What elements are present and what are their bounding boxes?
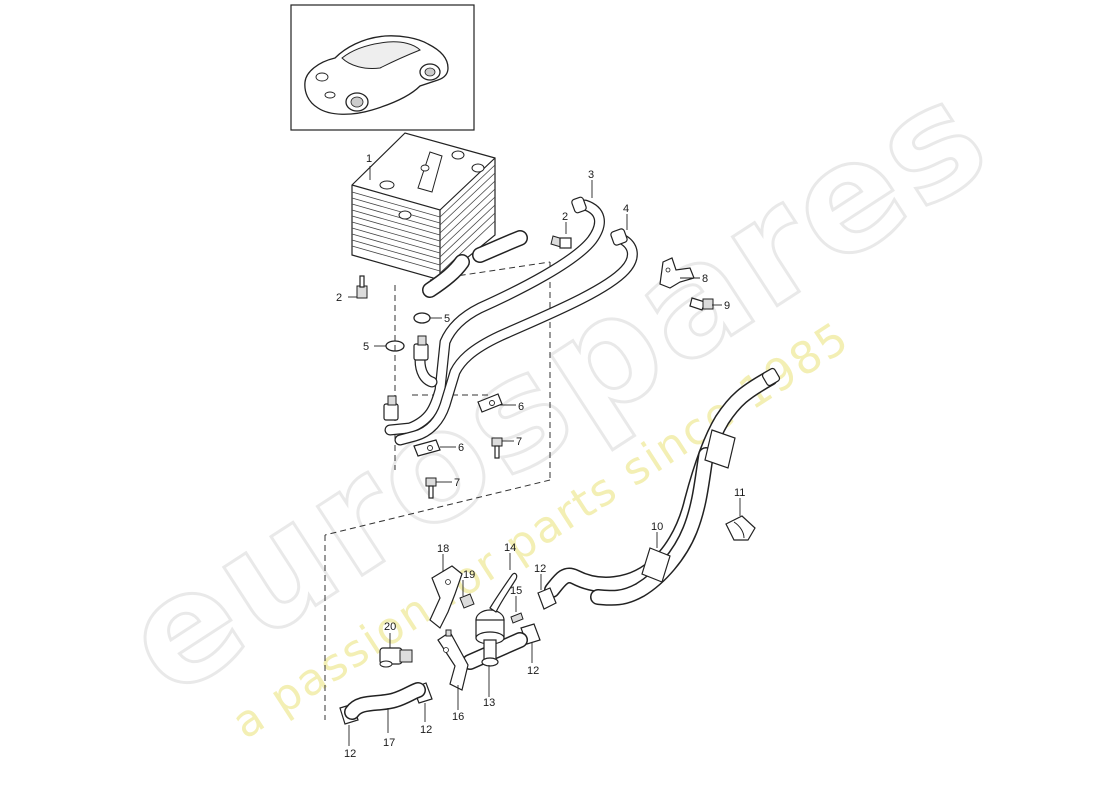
switch-20 xyxy=(379,647,413,668)
oil-cooler xyxy=(351,132,528,298)
strap-14 xyxy=(489,572,518,613)
callout-7-lower: 7 xyxy=(454,477,460,489)
bolt-9 xyxy=(689,297,714,311)
callout-14: 14 xyxy=(504,542,516,554)
callout-12-bottom: 12 xyxy=(344,748,356,760)
car-icon xyxy=(304,35,449,115)
clamp-12-a xyxy=(537,587,557,610)
callout-12-mid: 12 xyxy=(527,665,539,677)
callout-2-upper: 2 xyxy=(562,211,568,223)
callout-18: 18 xyxy=(437,543,449,555)
callout-19: 19 xyxy=(463,569,475,581)
bolt-19 xyxy=(459,593,475,609)
callout-10: 10 xyxy=(651,521,663,533)
bolt-2-left xyxy=(356,275,368,299)
o-ring-upper xyxy=(413,312,431,324)
callout-6-upper: 6 xyxy=(518,401,524,413)
callout-20: 20 xyxy=(384,621,396,633)
oil-pipes xyxy=(383,196,638,446)
callout-9: 9 xyxy=(724,300,730,312)
callout-17: 17 xyxy=(383,737,395,749)
watermark-brand: eurospares xyxy=(95,46,1019,730)
screw-15 xyxy=(510,612,524,624)
callout-2-left: 2 xyxy=(336,292,342,304)
vehicle-thumbnail xyxy=(290,4,475,131)
callout-11: 11 xyxy=(734,487,745,499)
coolant-pipe xyxy=(544,367,781,606)
bolt-2-right xyxy=(550,235,572,249)
thermostat-13 xyxy=(462,609,528,670)
callout-12-upper: 12 xyxy=(534,563,546,575)
bracket-16 xyxy=(437,629,469,691)
callout-15: 15 xyxy=(510,585,522,597)
callout-5-right: 5 xyxy=(444,313,450,325)
callout-12-lower: 12 xyxy=(420,724,432,736)
callout-3: 3 xyxy=(588,169,594,181)
bracket-6-lower xyxy=(413,439,441,457)
bracket-6-upper xyxy=(477,393,503,413)
callout-4: 4 xyxy=(623,203,629,215)
callout-6-lower: 6 xyxy=(458,442,464,454)
hose-17 xyxy=(344,682,426,720)
callout-13: 13 xyxy=(483,697,495,709)
bracket-18 xyxy=(429,565,463,629)
watermark: eurospares a passion for parts since 198… xyxy=(93,44,1020,749)
callout-8: 8 xyxy=(702,273,708,285)
bolt-7-upper xyxy=(491,437,503,459)
clip-11 xyxy=(725,515,756,541)
callout-5-left: 5 xyxy=(363,341,369,353)
callout-1: 1 xyxy=(366,153,372,165)
callout-7-upper: 7 xyxy=(516,436,522,448)
callout-16: 16 xyxy=(452,711,464,723)
callouts: 1 2 3 4 2 8 9 5 5 6 6 7 7 11 10 18 14 xyxy=(336,153,745,760)
